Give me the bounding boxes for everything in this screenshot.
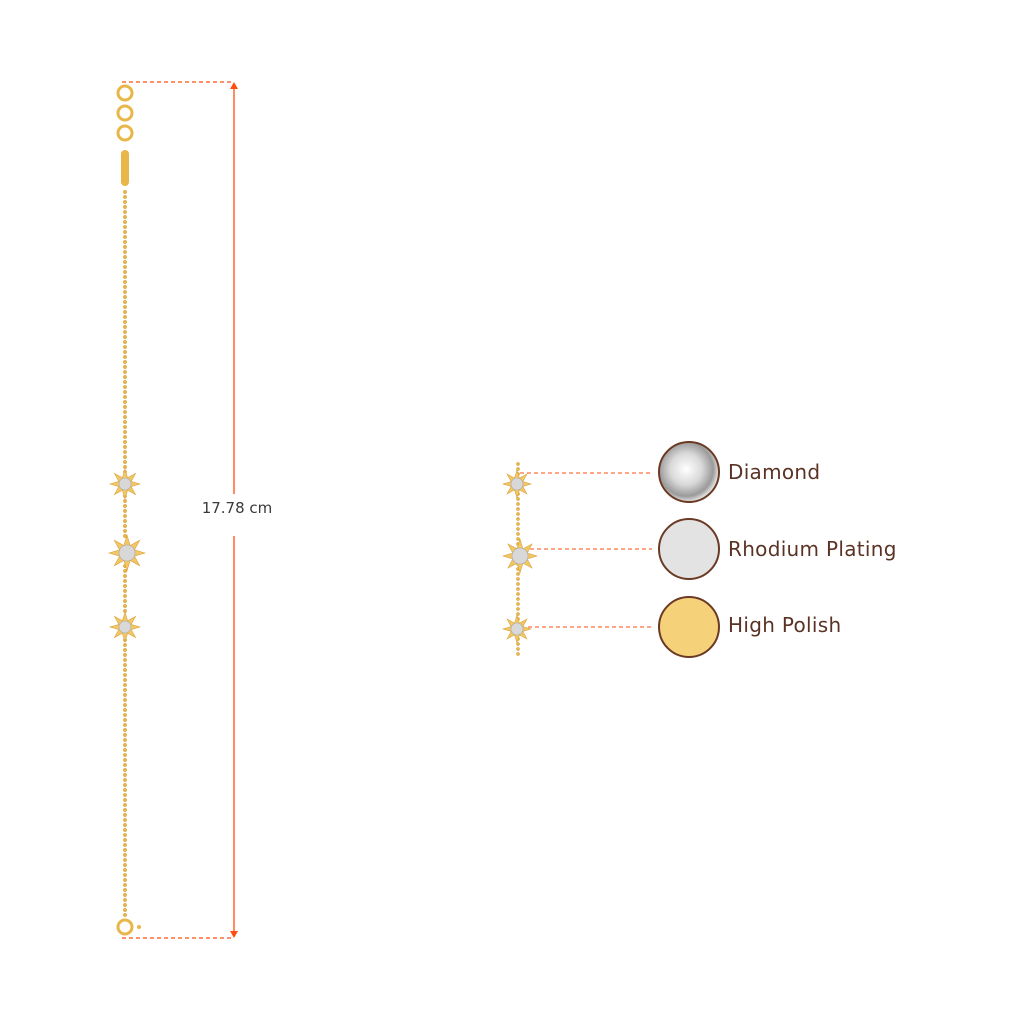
- chain-ring: [116, 84, 134, 102]
- feature-leader-lines: [520, 472, 652, 628]
- feature-label-diamond: Diamond: [728, 460, 821, 484]
- spring-clasp: [116, 918, 134, 936]
- feature-label-high-polish: High Polish: [728, 613, 842, 637]
- star-charm: [501, 613, 533, 645]
- star-charm: [501, 468, 533, 500]
- rhodium-plating-swatch: [658, 518, 720, 580]
- star-charm: [107, 533, 147, 573]
- bracelet-full-length-image: [107, 84, 147, 936]
- high-polish-swatch: [658, 596, 720, 658]
- bracelet-detail-image: [501, 462, 539, 656]
- length-dimension-line: [122, 81, 238, 939]
- clasp-tag: [121, 150, 129, 186]
- chain-ring: [116, 124, 134, 142]
- feature-label-rhodium-plating: Rhodium Plating: [728, 537, 897, 561]
- chain-ring: [116, 104, 134, 122]
- star-charm: [108, 467, 142, 501]
- diamond-swatch: [658, 441, 720, 503]
- star-charm: [501, 537, 539, 575]
- length-measurement-label: 17.78 cm: [201, 499, 273, 517]
- star-charm: [108, 610, 142, 644]
